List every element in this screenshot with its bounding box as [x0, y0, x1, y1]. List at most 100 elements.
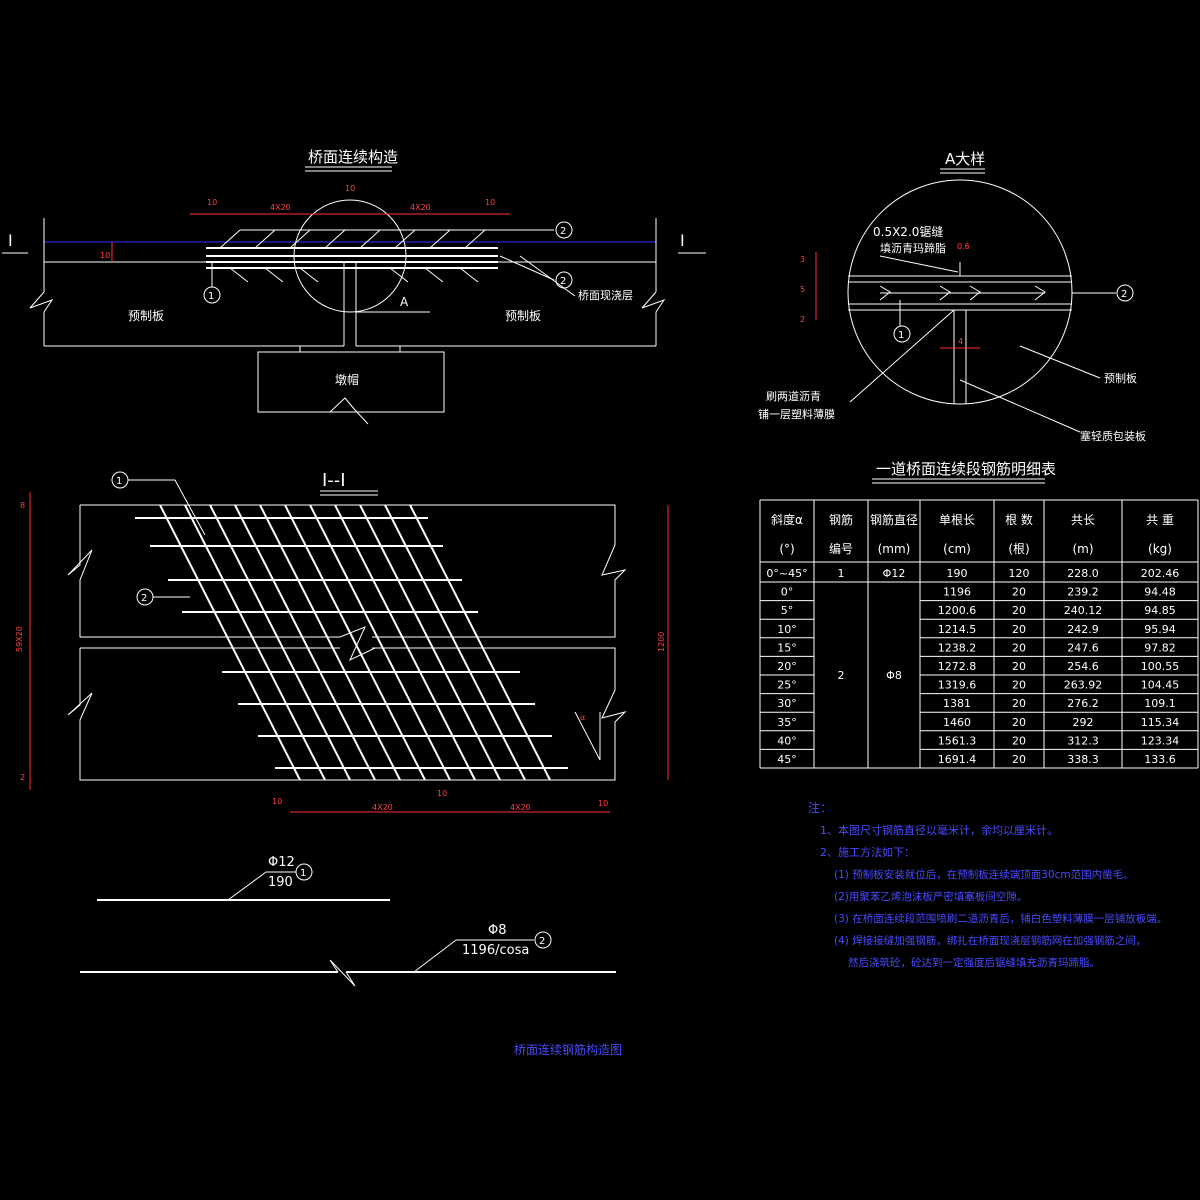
table-cell: 202.46: [1141, 567, 1180, 580]
table-cell: 133.6: [1144, 753, 1176, 766]
callout-circle-2: [555, 221, 573, 239]
section-title-main: 桥面连续构造: [308, 148, 398, 166]
dim-10-vertical: 10: [100, 251, 110, 260]
break-mark: [29, 291, 54, 313]
deck-continuity-elevation: 桥面连续构造 I I 墩帽 预制板 预制板: [2, 148, 706, 425]
table-cell: 100.55: [1141, 660, 1180, 673]
rebar-1-leader: [227, 871, 267, 901]
prefab-label-right: 预制板: [505, 309, 541, 323]
dim-10: 10: [207, 198, 217, 207]
note-step-4: (4) 焊接接缝加强钢筋，绑扎在桥面现浇层钢筋网在加强钢筋之间，: [834, 934, 1146, 947]
section-ii-title: I--I: [322, 470, 346, 491]
dim-4x20-b: 4X20: [372, 803, 393, 812]
callout-1: 1: [208, 291, 214, 302]
table-cell: 292: [1073, 716, 1094, 729]
table-header-cell: 钢筋直径: [870, 512, 918, 527]
notes-head: 注：: [808, 800, 832, 815]
table-cell: 228.0: [1067, 567, 1099, 580]
table-cell: 276.2: [1067, 697, 1099, 710]
section-i-i: I--I: [15, 470, 669, 813]
table-cell: 1200.6: [938, 604, 977, 617]
drawing-title: 桥面连续钢筋构造图: [514, 1042, 622, 1057]
rebar-2-len: 1196/cosa: [462, 943, 529, 958]
table-cell: 15°: [777, 641, 797, 654]
table-cell: 338.3: [1067, 753, 1099, 766]
rebar-hook: [969, 285, 981, 301]
table-cell: 240.12: [1064, 604, 1103, 617]
table-cell: 1561.3: [938, 734, 977, 747]
rebar-1-dia: Φ12: [268, 855, 295, 870]
rebar-hook: [1034, 285, 1046, 301]
prefab-label-left: 预制板: [128, 309, 164, 323]
table-cell: 20: [1012, 716, 1026, 729]
callout-1-section: 1: [116, 476, 122, 487]
detail-circle: [847, 179, 1073, 405]
table-header-unit: 编号: [829, 541, 853, 556]
rebar-2-dia: Φ8: [488, 923, 507, 938]
table-cell: Φ12: [883, 567, 906, 580]
callout-leader: [499, 255, 555, 281]
table-cell: 20: [1012, 623, 1026, 636]
table-cell: 97.82: [1144, 641, 1176, 654]
rebar-hook: [879, 285, 891, 301]
table-cell: 20: [1012, 641, 1026, 654]
callout-leader: [1019, 345, 1101, 379]
table-cell: 1272.8: [938, 660, 977, 673]
table-cell: 20: [1012, 697, 1026, 710]
dim-8: 8: [20, 501, 25, 510]
dim-10-right: 10: [485, 198, 495, 207]
callout-2-section: 2: [141, 593, 147, 604]
foam-label: 塞轻质包装板: [1080, 429, 1146, 443]
table-title: 一道桥面连续段钢筋明细表: [876, 460, 1056, 478]
table-cell: 109.1: [1144, 697, 1176, 710]
table-header-cell: 根 数: [1005, 512, 1033, 527]
note-step-5: 然后浇筑砼，砼达到一定强度后锯缝填充沥青玛蹄脂。: [848, 956, 1100, 969]
dim-4x20: 4X20: [270, 203, 291, 212]
dim-10-mid: 10: [345, 184, 355, 193]
note-step-3: (3) 在桥面连续段范围喷刷二道沥青后，铺白色塑料薄膜一层铺放板端。: [834, 912, 1167, 925]
table-header-unit: (mm): [878, 542, 911, 556]
asphalt-label-1: 刷两道沥青: [766, 389, 821, 403]
table-cell: 95.94: [1144, 623, 1176, 636]
asphalt-label-2: 铺一层塑料薄膜: [758, 407, 835, 421]
table-cell: 312.3: [1067, 734, 1099, 747]
table-header-unit: (m): [1072, 542, 1093, 556]
table-header-unit: (根): [1008, 542, 1029, 556]
cap-beam: [257, 351, 445, 413]
table-cell: 1214.5: [938, 623, 977, 636]
table-cell: 25°: [777, 679, 797, 692]
table-cell: 104.45: [1141, 679, 1180, 692]
rebar-2-callout: 2: [539, 936, 545, 947]
table-cell: 35°: [777, 716, 797, 729]
table-cell: 115.34: [1141, 716, 1180, 729]
table-cell: 94.48: [1144, 586, 1176, 599]
table-cell: 254.6: [1067, 660, 1099, 673]
detail-a: A大样 0.5X2.0锯缝 填沥青玛蹄脂 0.6 2 1 3 5 2 4 预制板: [758, 150, 1146, 443]
callout-leader: [519, 255, 576, 297]
callout-leader: [959, 379, 1081, 433]
table-cell: 247.6: [1067, 641, 1099, 654]
callout-leader: [174, 479, 206, 536]
dim-06: 0.6: [957, 242, 970, 251]
rebar-hook: [939, 285, 951, 301]
table-cell: 239.2: [1067, 586, 1099, 599]
dim-10-bmid: 10: [437, 789, 447, 798]
table-cell: 120: [1009, 567, 1030, 580]
break-mark: [339, 626, 376, 662]
callout-1-detail: 1: [898, 330, 904, 341]
rebar-1-callout: 1: [300, 868, 306, 879]
skew-angle-mark: [574, 711, 601, 761]
detail-prefab-label: 预制板: [1104, 371, 1137, 385]
note-step-2: (2)用聚苯乙烯泡沫板严密填塞板间空隙。: [834, 890, 1027, 903]
callout-circle-1: [203, 286, 221, 304]
rebar-1-len: 190: [268, 875, 293, 890]
dim-10-b: 10: [272, 797, 282, 806]
dim-10-b2: 10: [598, 799, 608, 808]
table-grid: [759, 499, 1199, 769]
break-mark: [641, 291, 666, 313]
rebar-schedule-table: 一道桥面连续段钢筋明细表 斜度α(°)钢筋编号钢筋直径(mm)单根长(cm)根 …: [759, 460, 1199, 769]
dim-2: 2: [800, 315, 805, 324]
upper-slab: [67, 505, 340, 638]
table-cell: 1381: [943, 697, 971, 710]
